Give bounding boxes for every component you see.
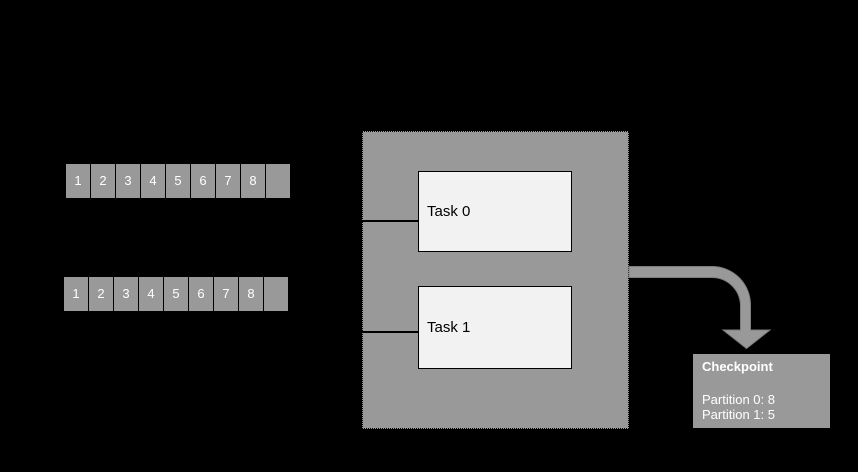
partition-cell: 6 [188, 276, 214, 312]
checkpoint-entry: Partition 1: 5 [702, 407, 775, 422]
partition-1-row: 1 2 3 4 5 6 7 8 [63, 276, 289, 312]
partition-cell: 1 [65, 163, 91, 199]
checkpoint-box: Checkpoint Partition 0: 8 Partition 1: 5 [693, 354, 830, 428]
partition-cell: 2 [88, 276, 114, 312]
partition-cell: 8 [238, 276, 264, 312]
elbow-arrow-icon [628, 266, 772, 350]
partition-cell: 4 [140, 163, 166, 199]
partition-cell-empty [265, 163, 291, 199]
tasks-container: Task 0 Task 1 [362, 131, 629, 429]
partition-cell: 2 [90, 163, 116, 199]
partition-cell: 7 [215, 163, 241, 199]
partition-cell: 4 [138, 276, 164, 312]
partition-cell: 5 [163, 276, 189, 312]
task-1-connector-line [362, 331, 419, 333]
partition-cell: 5 [165, 163, 191, 199]
partition-cell: 7 [213, 276, 239, 312]
partition-cell: 8 [240, 163, 266, 199]
partition-cell: 3 [113, 276, 139, 312]
partition-cell: 6 [190, 163, 216, 199]
task-1-box: Task 1 [418, 286, 572, 369]
task-0-box: Task 0 [418, 171, 572, 252]
partition-cell: 1 [63, 276, 89, 312]
checkpoint-entry: Partition 0: 8 [702, 392, 775, 407]
checkpoint-title: Checkpoint [702, 359, 773, 374]
partition-cell: 3 [115, 163, 141, 199]
partition-0-row: 1 2 3 4 5 6 7 8 [65, 163, 291, 199]
task-0-label: Task 0 [427, 203, 471, 220]
partition-cell-empty [263, 276, 289, 312]
task-1-label: Task 1 [427, 319, 471, 336]
task-0-connector-line [362, 220, 419, 222]
checkpoint-entries: Partition 0: 8 Partition 1: 5 [702, 392, 824, 422]
